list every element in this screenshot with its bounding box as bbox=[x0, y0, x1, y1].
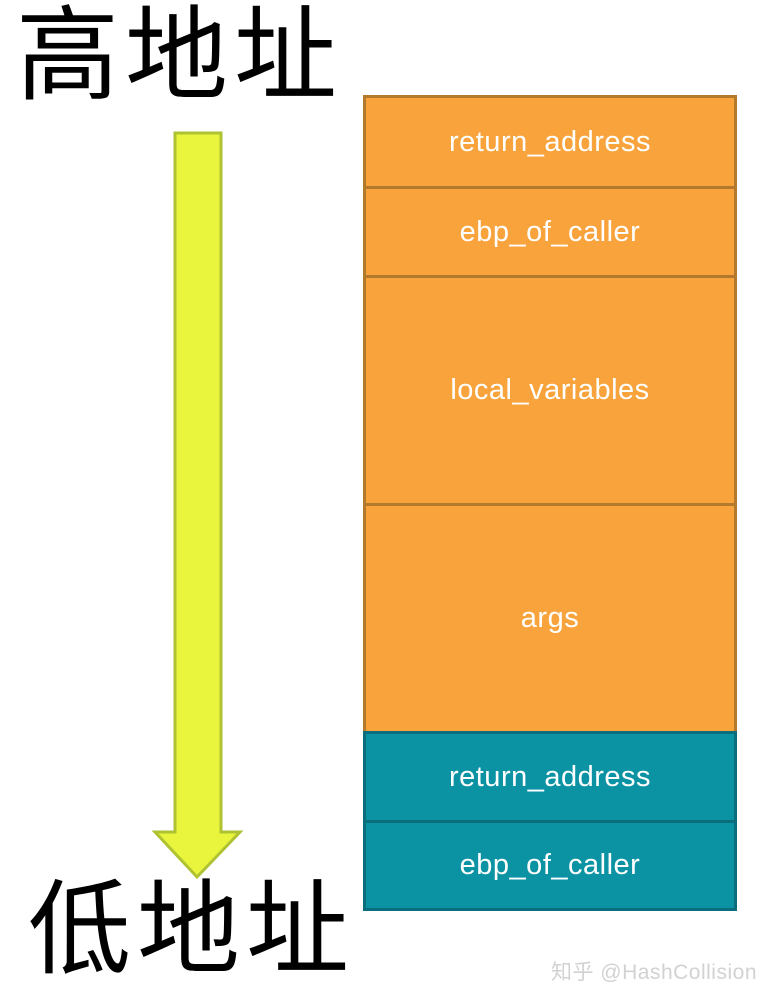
stack-frame-label: args bbox=[520, 602, 580, 634]
watermark: 知乎 @HashCollision bbox=[550, 961, 757, 984]
stack-frame-ebp-of-caller: ebp_of_caller bbox=[363, 186, 737, 278]
stack-frame-local-variables: local_variables bbox=[363, 275, 737, 506]
stack-frame-ebp-of-caller-callee: ebp_of_caller bbox=[363, 820, 737, 911]
down-arrow-icon bbox=[151, 131, 244, 880]
stack-frame-label: return_address bbox=[448, 760, 652, 793]
low-address-label: 低地址 bbox=[28, 874, 355, 988]
stack-frame-return-address-caller: return_address bbox=[363, 95, 737, 189]
stack-frame-label: ebp_of_caller bbox=[459, 215, 641, 248]
stack-frame-return-address-callee: return_address bbox=[363, 731, 737, 823]
stack-frame-label: local_variables bbox=[450, 374, 650, 406]
high-address-label: 高地址 bbox=[16, 0, 343, 114]
stack-frame-label: return_address bbox=[448, 125, 652, 158]
stack-frame-args: args bbox=[363, 503, 737, 734]
stack-diagram: return_address ebp_of_caller local_varia… bbox=[363, 95, 737, 911]
stack-frame-label: ebp_of_caller bbox=[459, 849, 641, 881]
